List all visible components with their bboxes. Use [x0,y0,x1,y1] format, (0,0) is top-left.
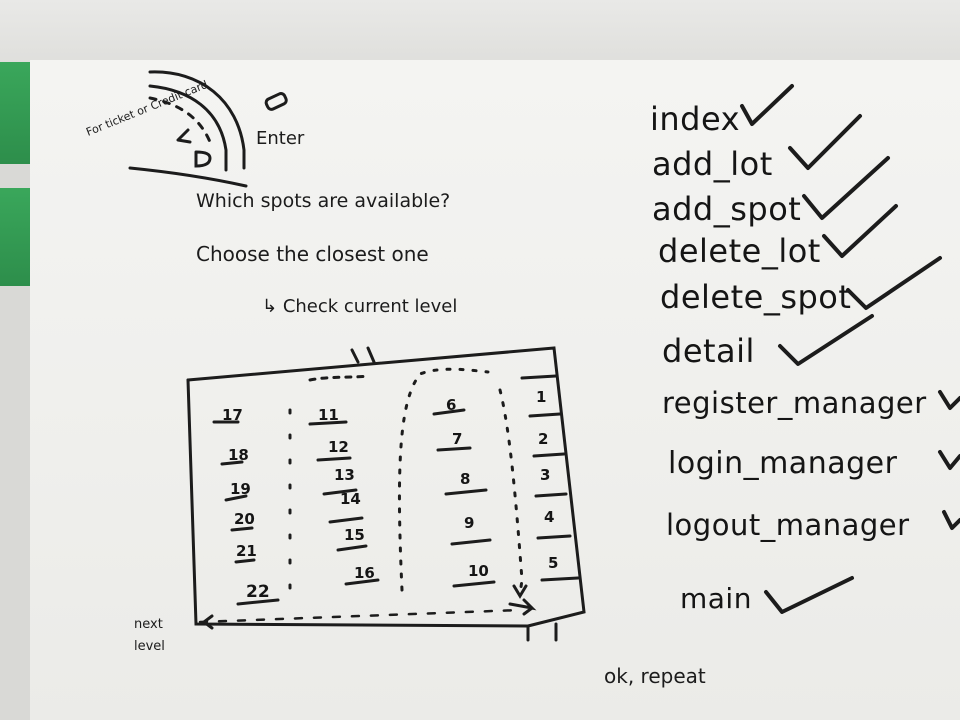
whiteboard [30,60,960,720]
lot-exit-marks [526,622,558,642]
check-icon-logout [942,510,960,530]
spot-21: 21 [236,542,257,560]
question-check-level: Check current level [282,296,458,317]
check-icon-delete-lot [822,204,898,258]
spot-8: 8 [460,470,471,488]
road-dashed-curve [148,96,212,144]
road-outer-curve [148,70,246,170]
todo-detail: detail [662,332,755,370]
spot-22: 22 [246,582,270,602]
next-level-label: next level [134,617,165,654]
spot-5: 5 [548,554,559,572]
path-top-dash [308,374,370,382]
question-closest: Choose the closest one [196,242,429,266]
spot-lines-col-a [212,420,280,606]
spot-9: 9 [464,514,475,532]
todo-main: main [680,582,752,615]
check-icon-main [764,576,854,614]
todo-logout-manager: logout_manager [666,508,910,542]
enter-label-svg: Enter [256,128,305,149]
lot-outline-left [186,378,530,628]
road-inner-curve [148,84,228,172]
arrow-to-booth [176,128,192,144]
check-icon-delete-spot [846,256,942,310]
spot-4: 4 [544,508,555,526]
todo-delete-spot: delete_spot [660,278,852,316]
question-available: Which spots are available? [196,190,451,212]
spot-20: 20 [234,510,255,528]
spot-15: 15 [344,526,365,544]
spot-11: 11 [318,406,339,424]
spot-10: 10 [468,562,489,580]
spot-3: 3 [540,466,551,484]
spot-6: 6 [446,396,457,414]
check-icon-add-spot [802,156,890,220]
lot-entrance-marks [350,346,376,364]
booth-letter-d [194,150,212,168]
spot-18: 18 [228,446,249,464]
booth-line [128,166,248,188]
todo-add-spot: add_spot [652,190,802,228]
lot-outline-right [186,346,586,628]
spot-14: 14 [340,490,361,508]
spot-13: 13 [334,466,355,484]
arrow-left-icon [202,614,214,630]
arrow-right-icon [508,598,537,616]
spot-16: 16 [354,564,375,582]
path-middle-loop [397,367,490,592]
spot-2: 2 [538,430,549,448]
check-icon-detail [778,314,874,366]
todo-add-lot: add_lot [652,145,773,183]
wall [0,0,960,70]
spot-lines-col-b [308,420,380,586]
car-shape [264,92,288,111]
todo-login-manager: login_manager [668,446,898,481]
todo-index: index [650,100,741,138]
spot-1: 1 [536,388,547,406]
footer-note: ok, repeat [604,664,706,688]
arrow-icon: ↳ [262,296,283,317]
spot-lines-col-d [520,374,580,582]
spot-lines-col-c [432,408,496,588]
check-icon-login [938,450,960,470]
question-check-level-row: ↳ Check current level [262,296,457,317]
check-icon-index [740,84,794,126]
arrow-down-icon [512,584,528,599]
check-icon-add-lot [788,114,862,170]
spot-12: 12 [328,438,349,456]
spot-17: 17 [222,406,243,424]
todo-register-manager: register_manager [662,386,927,420]
todo-delete-lot: delete_lot [658,232,821,270]
spot-19: 19 [230,480,251,498]
check-icon-register [938,390,960,410]
spot-7: 7 [452,430,463,448]
path-to-next-level [198,608,522,624]
